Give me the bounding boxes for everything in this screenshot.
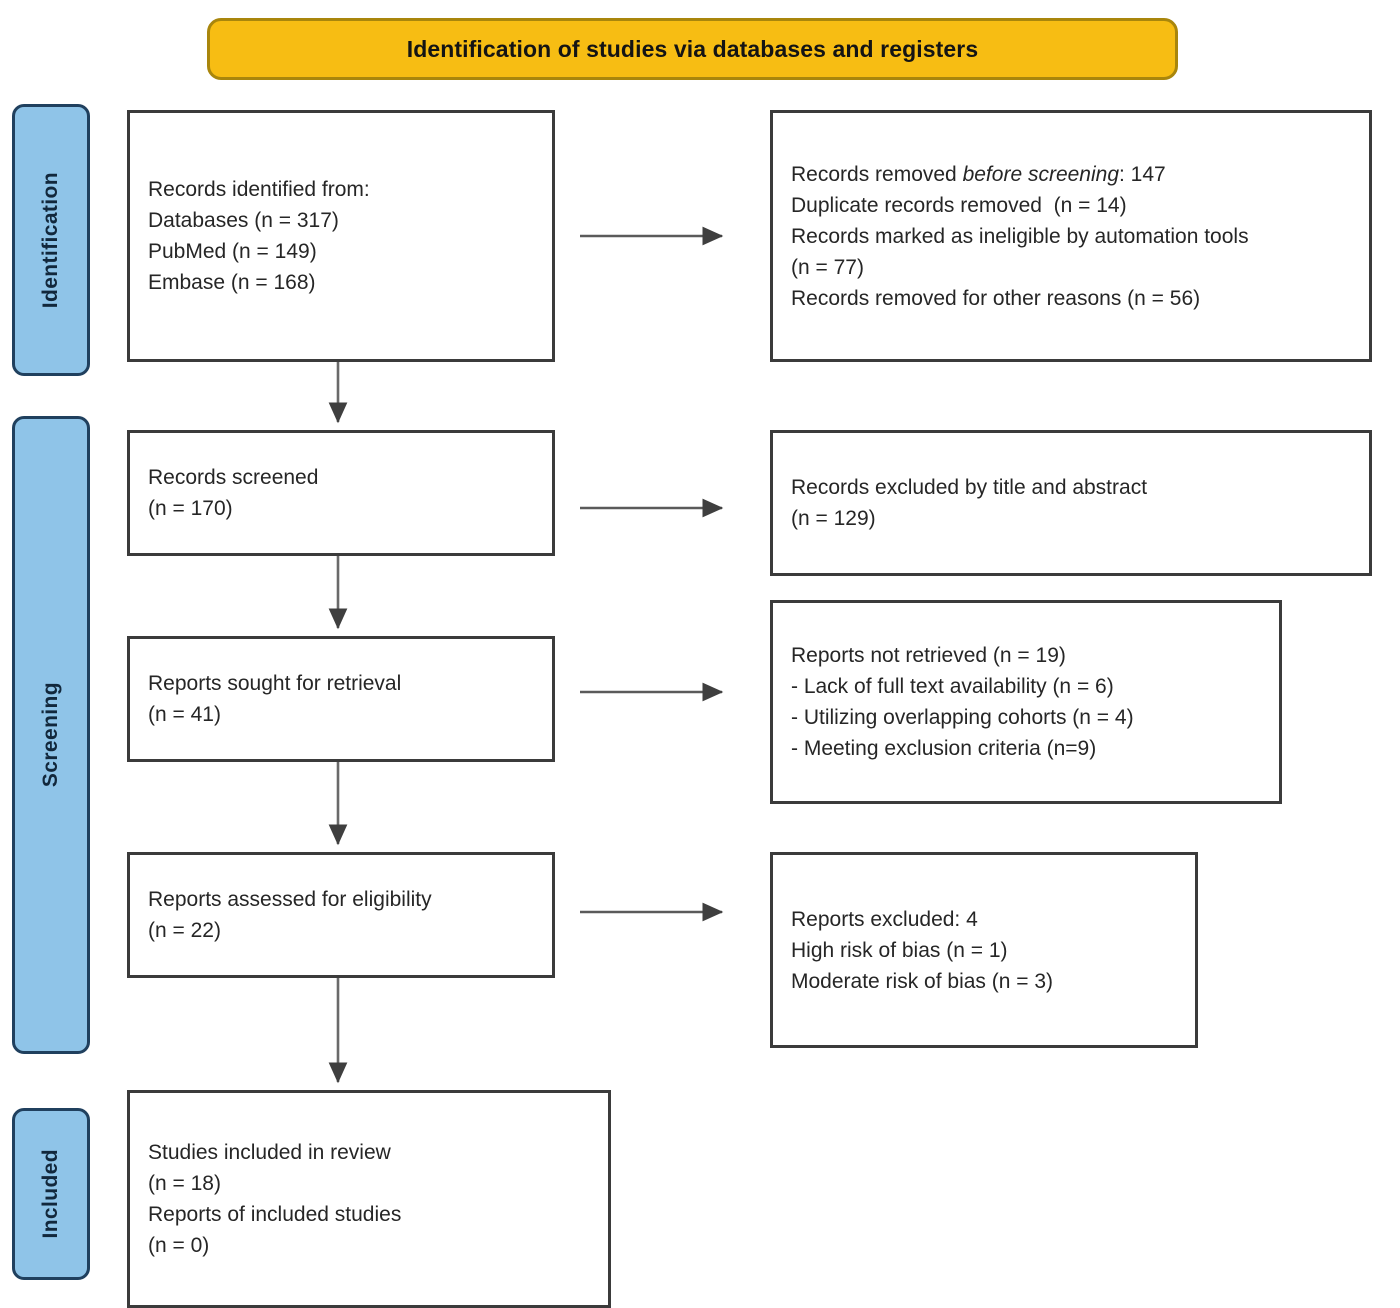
box-line: Reports assessed for eligibility: [148, 888, 432, 911]
box-line-removed-before-screening: Records removed before screening: 147: [791, 159, 1351, 190]
box-line: Records identified from:: [148, 178, 370, 201]
stage-bar-screening: Screening: [12, 416, 90, 1054]
box-line: High risk of bias (n = 1): [791, 938, 1008, 962]
box-reports-excluded: Reports excluded: 4 High risk of bias (n…: [770, 852, 1198, 1048]
box-studies-included: Studies included in review (n = 18) Repo…: [127, 1090, 611, 1308]
box-line: - Utilizing overlapping cohorts (n = 4): [791, 706, 1134, 729]
box-records-identified: Records identified from: Databases (n = …: [127, 110, 555, 362]
box-line: Reports sought for retrieval: [148, 672, 402, 695]
box-line: Records marked as ineligible by automati…: [791, 224, 1249, 248]
removed-italic-phrase: before screening: [962, 162, 1120, 186]
box-line: (n = 18): [148, 1172, 221, 1195]
box-reports-assessed-for-eligibility: Reports assessed for eligibility (n = 22…: [127, 852, 555, 978]
box-line: Embase (n = 168): [148, 271, 316, 294]
box-line: - Meeting exclusion criteria (n=9): [791, 737, 1097, 760]
box-line: Studies included in review: [148, 1141, 391, 1164]
page-title: Identification of studies via databases …: [406, 35, 979, 62]
diagram-header-banner: Identification of studies via databases …: [207, 18, 1178, 80]
box-line: Records removed for other reasons (n = 5…: [791, 286, 1201, 310]
stage-label-screening: Screening: [39, 682, 62, 788]
box-line: - Lack of full text availability (n = 6): [791, 675, 1114, 698]
box-line: (n = 0): [148, 1234, 210, 1257]
box-line: Reports of included studies: [148, 1203, 402, 1226]
box-line: PubMed (n = 149): [148, 240, 317, 263]
box-line: Records excluded by title and abstract: [791, 476, 1148, 499]
box-reports-sought-for-retrieval: Reports sought for retrieval (n = 41): [127, 636, 555, 762]
box-records-removed-before-screening: Records removed before screening: 147 Du…: [770, 110, 1372, 362]
stage-label-included: Included: [39, 1149, 62, 1239]
box-line: (n = 77): [791, 255, 864, 279]
box-line: (n = 170): [148, 497, 233, 520]
box-line: Moderate risk of bias (n = 3): [791, 969, 1054, 993]
box-records-excluded-title-abstract: Records excluded by title and abstract (…: [770, 430, 1372, 576]
box-line: Duplicate records removed (n = 14): [791, 193, 1127, 217]
box-line: (n = 22): [148, 919, 221, 942]
stage-bar-identification: Identification: [12, 104, 90, 376]
box-line: (n = 129): [791, 507, 876, 530]
box-line: Reports not retrieved (n = 19): [791, 644, 1066, 667]
removed-prefix: Records removed: [791, 162, 963, 186]
removed-suffix: : 147: [1119, 162, 1166, 186]
box-line: (n = 41): [148, 703, 221, 726]
box-line: Records screened: [148, 466, 319, 489]
box-reports-not-retrieved: Reports not retrieved (n = 19) - Lack of…: [770, 600, 1282, 804]
box-line: Reports excluded: 4: [791, 907, 978, 931]
box-line: Databases (n = 317): [148, 209, 339, 232]
stage-label-identification: Identification: [39, 171, 62, 309]
box-records-screened: Records screened (n = 170): [127, 430, 555, 556]
stage-bar-included: Included: [12, 1108, 90, 1280]
